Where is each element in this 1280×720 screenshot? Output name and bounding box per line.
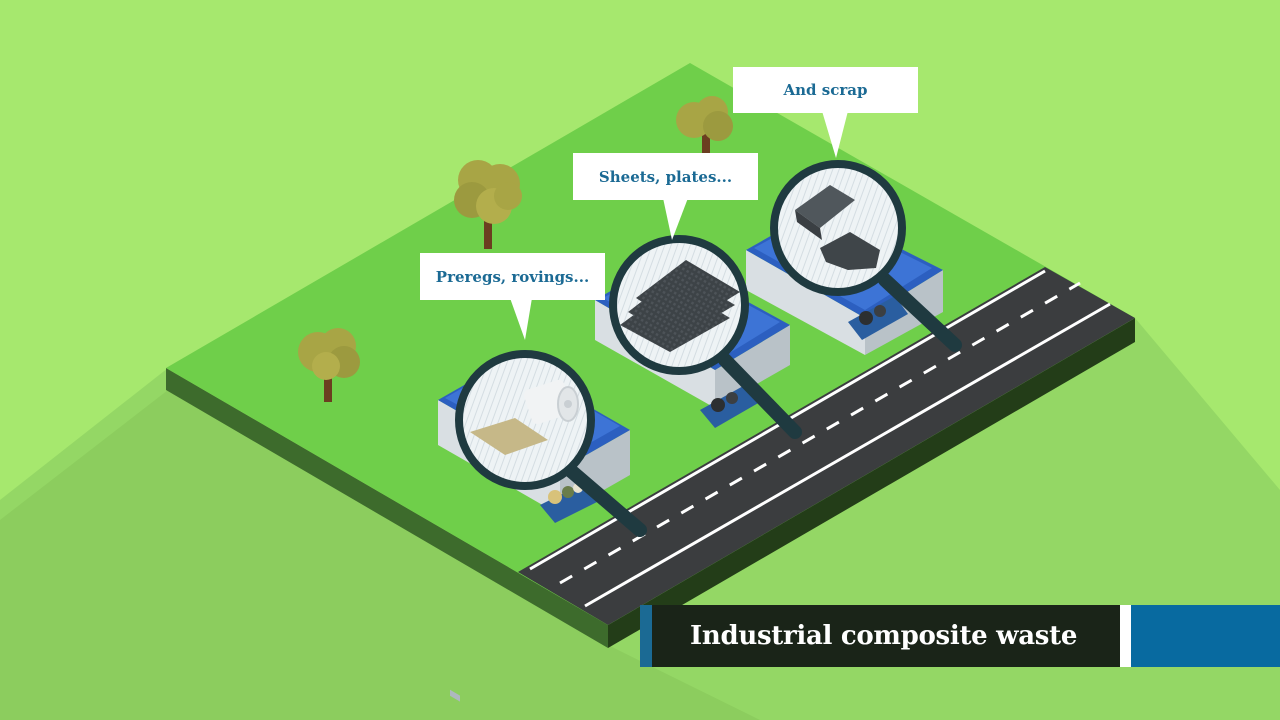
caption-bar: Industrial composite waste (640, 605, 1280, 667)
magnifier-icon (609, 235, 802, 439)
magnifier-icon (770, 160, 962, 352)
magnifier-icon (455, 350, 647, 537)
caption-accent-left (640, 605, 652, 667)
callout-sheets: Sheets, plates... (573, 153, 758, 200)
road (518, 267, 1135, 625)
dumpster-icon (848, 296, 908, 340)
tree-icon (676, 96, 733, 154)
scrap-profile-icon (795, 185, 880, 270)
tree-icon (454, 160, 522, 249)
sheet-stack-icon (620, 260, 740, 352)
caption-divider (1120, 605, 1131, 667)
caption-background (652, 605, 1120, 667)
caption-accent-right (1131, 605, 1280, 667)
prepreg-sheet (470, 418, 548, 455)
tile-side-right (608, 318, 1135, 648)
ground-shadow-dark (0, 390, 760, 720)
callout-tail (663, 198, 688, 240)
tile-side-left (166, 368, 608, 648)
callout-prepregs: Preregs, rovings... (420, 253, 605, 300)
road-edge-bottom (584, 302, 1111, 608)
tree-icon (298, 328, 360, 402)
prepreg-roll-icon (524, 379, 579, 425)
callout-scrap: And scrap (733, 67, 918, 113)
dumpster-icon (700, 385, 760, 428)
callout-tail (822, 111, 848, 158)
callout-tail (510, 298, 532, 340)
caption-title: Industrial composite waste (690, 621, 1078, 651)
